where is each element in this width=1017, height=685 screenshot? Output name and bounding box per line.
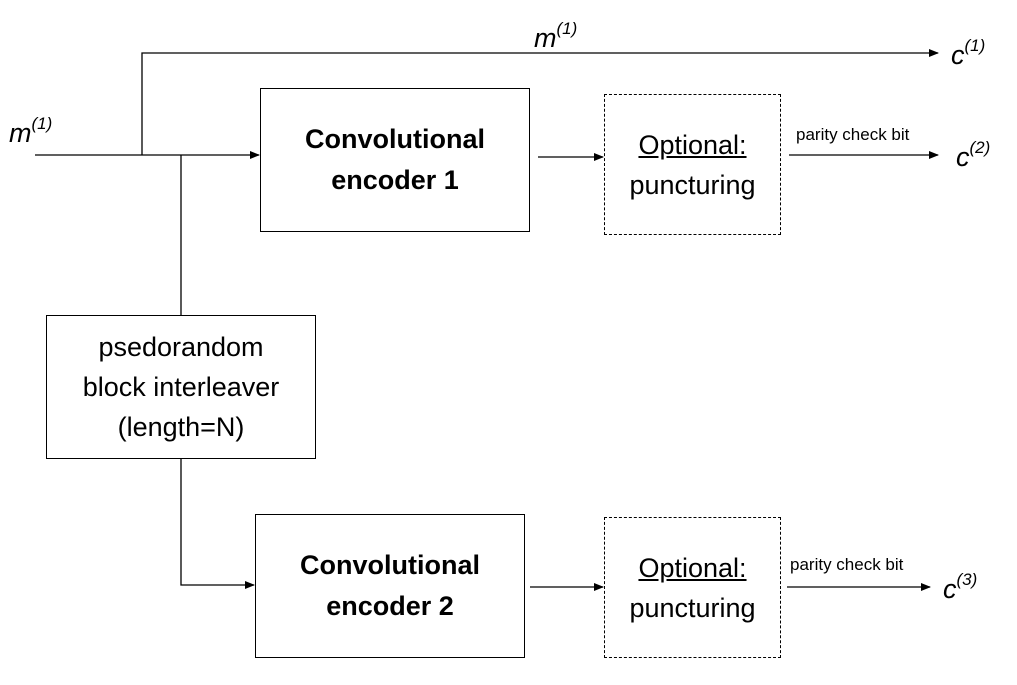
output-c3-var: c xyxy=(943,574,957,604)
interleaver-line-2: block interleaver xyxy=(82,372,280,402)
systematic-signal-label: m(1) xyxy=(534,19,577,54)
output-c1-sup: (1) xyxy=(964,36,986,55)
interleaver-block: psedorandom block interleaver (length=N) xyxy=(46,315,316,459)
puncturing-block-2: Optional: puncturing xyxy=(604,517,781,658)
interleaver-to-encoder2-line xyxy=(180,458,255,589)
systematic-signal-var: m xyxy=(534,23,557,53)
interleaver-line-3: (length=N) xyxy=(117,412,245,442)
output-c2-sup: (2) xyxy=(969,138,991,157)
output-c1-label: c(1) xyxy=(951,36,985,71)
parity-check-bit-label-1: parity check bit xyxy=(796,125,910,144)
interleaver-line-1: psedorandom xyxy=(98,332,264,362)
output-c1-var: c xyxy=(951,40,965,70)
output-c3-label: c(3) xyxy=(943,570,977,605)
convolutional-encoder-1: Convolutional encoder 1 xyxy=(260,88,530,232)
puncture2-optional-label: Optional: xyxy=(638,552,747,583)
input-signal-var: m xyxy=(9,118,32,148)
encoder2-subtitle: encoder 2 xyxy=(326,591,454,621)
parity-check-bit-label-2: parity check bit xyxy=(790,555,904,574)
systematic-branch-line xyxy=(141,49,939,155)
systematic-signal-sup: (1) xyxy=(556,19,578,38)
output-c2-label: c(2) xyxy=(956,138,990,173)
convolutional-encoder-2: Convolutional encoder 2 xyxy=(255,514,525,658)
encoder1-subtitle: encoder 1 xyxy=(331,165,459,195)
puncture1-optional-label: Optional: xyxy=(638,129,747,160)
encoder2-title: Convolutional xyxy=(300,550,480,580)
input-signal-label: m(1) xyxy=(9,114,52,149)
output-c3-sup: (3) xyxy=(956,570,978,589)
puncture2-puncturing-label: puncturing xyxy=(629,592,756,623)
output-c2-var: c xyxy=(956,142,970,172)
encoder1-title: Convolutional xyxy=(305,124,485,154)
puncturing-block-1: Optional: puncturing xyxy=(604,94,781,235)
input-signal-sup: (1) xyxy=(31,114,53,133)
puncture1-puncturing-label: puncturing xyxy=(629,169,756,200)
